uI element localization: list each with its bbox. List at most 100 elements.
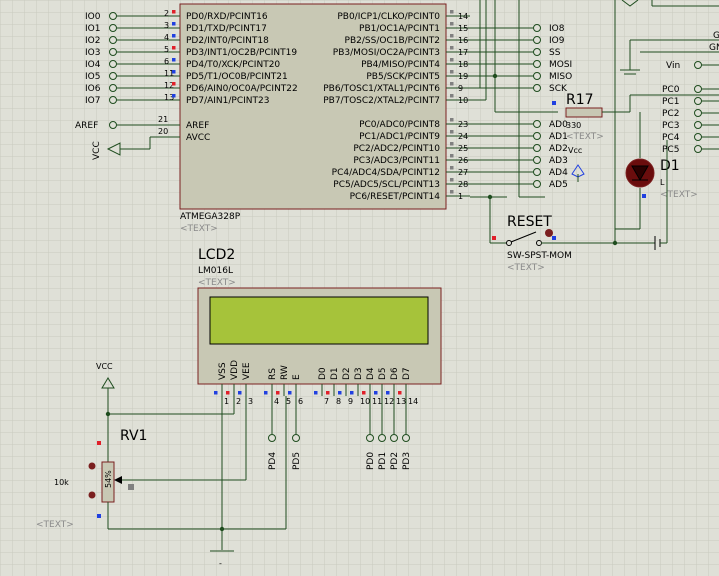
vin-terminal[interactable]: [694, 61, 702, 69]
aref-pin-num: 21: [158, 115, 168, 124]
avcc-vcc-label: VCC: [92, 141, 102, 160]
pin-marker: [172, 94, 176, 98]
mcu-pin-num: 25: [458, 144, 468, 153]
pin-marker: [450, 94, 454, 98]
mcu-pin-label: PB4/MISO/PCINT4: [361, 60, 440, 70]
pc-terminal[interactable]: [694, 133, 702, 141]
mcu-pin-num: 17: [458, 48, 468, 57]
pin-marker: [450, 10, 454, 14]
net-label: AD3: [549, 156, 568, 166]
io-terminal[interactable]: [109, 36, 117, 44]
mcu-pin-label: PB0/ICP1/CLKO/PCINT0: [337, 12, 440, 22]
pc-terminal[interactable]: [694, 109, 702, 117]
mcu-pin-num: 11: [164, 69, 174, 78]
net-label: AD5: [549, 180, 568, 190]
led-ref: D1: [660, 158, 680, 174]
avcc-net: VCC 20 AVCC: [92, 127, 210, 160]
r17-body[interactable]: [565, 107, 603, 118]
pc-terminal[interactable]: [694, 97, 702, 105]
io-terminal[interactable]: [109, 84, 117, 92]
lcd-lm016l[interactable]: LCD2 LM016L <TEXT> VSS1VDD2VEE3RS4RW5E6D…: [197, 247, 442, 406]
io-net-label: IO5: [85, 72, 100, 82]
lcd-pin-num: 1: [224, 397, 229, 406]
net-terminal[interactable]: [533, 180, 541, 188]
pin-marker: [226, 391, 230, 395]
mcu-pin-num: 2: [164, 9, 169, 18]
pc-terminal[interactable]: [694, 145, 702, 153]
pin-marker: [326, 391, 330, 395]
pin-marker: [264, 391, 268, 395]
avcc-pin-label: AVCC: [186, 133, 210, 143]
io-terminal[interactable]: [109, 60, 117, 68]
io-terminal[interactable]: [109, 96, 117, 104]
net-terminal[interactable]: [533, 60, 541, 68]
led-d1[interactable]: D1 L <TEXT>: [614, 0, 698, 243]
lcd-net-terminal[interactable]: [268, 434, 276, 442]
pc-label: PC0: [662, 85, 680, 95]
pc-terminal[interactable]: [694, 85, 702, 93]
net-label: IO8: [549, 24, 565, 34]
io-terminal[interactable]: [109, 72, 117, 80]
aref-terminal[interactable]: [109, 121, 117, 129]
io-net-label: IO6: [85, 84, 101, 94]
lcd-net-terminal[interactable]: [402, 434, 410, 442]
pc-label: PC1: [662, 97, 679, 107]
net-terminal[interactable]: [533, 84, 541, 92]
net-terminal[interactable]: [533, 168, 541, 176]
mcu-pin-num: 6: [164, 57, 169, 66]
reset-button-knob[interactable]: [545, 229, 553, 237]
lcd-pin-label: D3: [354, 367, 364, 380]
pin-marker: [172, 34, 176, 38]
rv1-percent: 54%: [104, 470, 113, 488]
mcu-pin-label: PC1/ADC1/PCINT9: [359, 132, 440, 142]
io-terminal[interactable]: [109, 24, 117, 32]
lcd-net-terminal[interactable]: [366, 434, 374, 442]
potentiometer-rv1[interactable]: VCC RV1 54% 10k <TEXT>: [36, 362, 147, 530]
lcd-pin-num: 8: [336, 397, 341, 406]
lcd-pin-label: RW: [280, 365, 290, 380]
lcd-net-terminal[interactable]: [390, 434, 398, 442]
mcu-pin-label: PC5/ADC5/SCL/PCINT13: [333, 180, 440, 190]
io-terminal[interactable]: [109, 12, 117, 20]
pin-marker: [450, 154, 454, 158]
lcd-net-terminal[interactable]: [292, 434, 300, 442]
mcu-pin-num: 14: [458, 12, 468, 21]
mcu-pin-label: PD0/RXD/PCINT16: [186, 12, 268, 22]
lcd-pin-num: 13: [396, 397, 406, 406]
lcd-pin-num: 4: [274, 397, 279, 406]
resistor-r17[interactable]: R17 330 <TEXT> Vcc: [552, 92, 719, 182]
lcd-pin-num: 9: [348, 397, 353, 406]
mcu-body[interactable]: [179, 3, 447, 210]
io-terminal[interactable]: [109, 48, 117, 56]
net-terminal[interactable]: [533, 36, 541, 44]
io-net-label: IO2: [85, 36, 100, 46]
mcu-pin-label: PD2/INT0/PCINT18: [186, 36, 269, 46]
net-terminal[interactable]: [533, 120, 541, 128]
lcd-net-label: PD0: [366, 452, 376, 470]
lcd-pins: VSS1VDD2VEE3RS4RW5E6D07D18D29D310D411D51…: [214, 360, 418, 406]
mcu-pin-label: PB5/SCK/PCINT5: [366, 72, 440, 82]
net-terminal[interactable]: [533, 144, 541, 152]
lcd-net-terminal[interactable]: [378, 434, 386, 442]
pin-marker: [450, 166, 454, 170]
lcd-pin-label: D6: [390, 367, 400, 380]
mcu-pin-num: 18: [458, 60, 468, 69]
mcu-pin-num: 10: [458, 96, 468, 105]
pin-marker: [172, 10, 176, 14]
lcd-pin-num: 2: [236, 397, 241, 406]
pc-terminal[interactable]: [694, 121, 702, 129]
net-terminal[interactable]: [533, 24, 541, 32]
pin-marker: [288, 391, 292, 395]
net-terminal[interactable]: [533, 132, 541, 140]
aref-net-label: AREF: [75, 121, 98, 131]
reset-switch[interactable]: RESET SW-SPST-MOM <TEXT>: [492, 140, 668, 273]
net-terminal[interactable]: [533, 48, 541, 56]
mcu-pin-label: PB2/SS/OC1B/PCINT2: [345, 36, 440, 46]
net-terminal[interactable]: [533, 72, 541, 80]
net-terminal[interactable]: [533, 156, 541, 164]
